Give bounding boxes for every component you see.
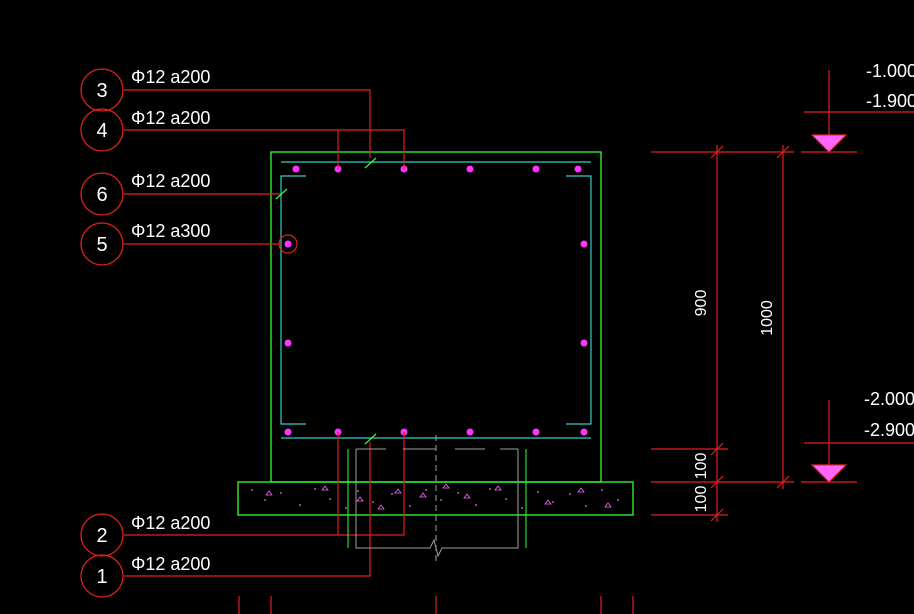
callout-bubble-3: 3 Φ12 a200 bbox=[80, 67, 210, 112]
callout-2-label: Φ12 a200 bbox=[131, 513, 210, 533]
wall-section-outline bbox=[270, 151, 602, 483]
callout-3-label: Φ12 a200 bbox=[131, 67, 210, 87]
dimension-lines bbox=[651, 145, 794, 522]
dim-cushion: 100 bbox=[693, 486, 710, 513]
callout-6-number: 6 bbox=[96, 184, 107, 206]
callout-3-number: 3 bbox=[96, 80, 107, 102]
dim-wall-height: 900 bbox=[693, 290, 710, 317]
elevation-bottom-a: -2.000 bbox=[864, 389, 914, 409]
callout-4-label: Φ12 a200 bbox=[131, 108, 210, 128]
callout-2-number: 2 bbox=[96, 525, 107, 547]
foundation-bars-green bbox=[347, 449, 527, 548]
callout-bubble-5: 5 Φ12 a300 bbox=[80, 221, 210, 266]
callout-4-number: 4 bbox=[96, 120, 107, 142]
rebar-lines bbox=[280, 161, 592, 439]
callout-1-number: 1 bbox=[96, 566, 107, 588]
dim-slab: 100 bbox=[693, 453, 710, 480]
callout-5-label: Φ12 a300 bbox=[131, 221, 210, 241]
callout-1-label: Φ12 a200 bbox=[131, 554, 210, 574]
dim-total-height: 1000 bbox=[759, 300, 776, 336]
elevation-marker-bottom: -2.000 -2.900 bbox=[801, 389, 914, 483]
callout-bubble-6: 6 Φ12 a200 bbox=[80, 171, 210, 216]
foundation-bars bbox=[355, 435, 519, 565]
elevation-bottom-b: -2.900 bbox=[864, 420, 914, 440]
cushion-hatch-triangles bbox=[265, 483, 612, 510]
leader-lines bbox=[124, 89, 634, 614]
elevation-marker-top: -1.000 -1.900 bbox=[801, 61, 914, 153]
callout-6-label: Φ12 a200 bbox=[131, 171, 210, 191]
elevation-top-b: -1.900 bbox=[866, 91, 914, 111]
cushion-hatch bbox=[251, 488, 619, 509]
callout-bubble-2: 2 Φ12 a200 bbox=[80, 513, 210, 557]
callout-bubble-1: 1 Φ12 a200 bbox=[80, 554, 210, 598]
rebar-dots bbox=[284, 165, 588, 436]
callout-5-number: 5 bbox=[96, 234, 107, 256]
callout-bubble-4: 4 Φ12 a200 bbox=[80, 108, 210, 152]
elevation-top-a: -1.000 bbox=[866, 61, 914, 81]
